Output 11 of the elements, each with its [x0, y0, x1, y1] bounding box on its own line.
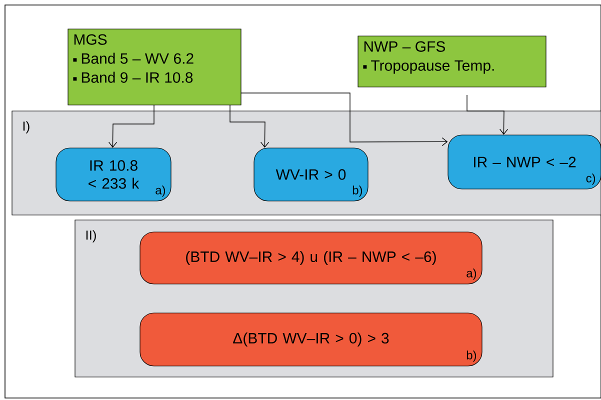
condition-box: Δ(BTD WV–IR > 0) > 3 b) — [140, 312, 482, 366]
condition-box: IR 10.8 < 233 k a) — [56, 148, 172, 202]
condition-box: (BTD WV–IR > 4) u (IR – NWP < –6) a) — [140, 232, 482, 284]
arrow — [466, 94, 508, 135]
arrow — [108, 104, 154, 148]
arrow — [230, 104, 270, 148]
arrow — [240, 92, 448, 146]
condition-box: WV-IR > 0 b) — [254, 148, 368, 202]
data-source-box: NWP – GFS Tropopause Temp. — [358, 36, 546, 88]
data-source-box: MGS Band 5 – WV 6.2 Band 9 – IR 10.8 — [68, 28, 242, 106]
condition-box: IR – NWP < –2 c) — [448, 134, 601, 190]
